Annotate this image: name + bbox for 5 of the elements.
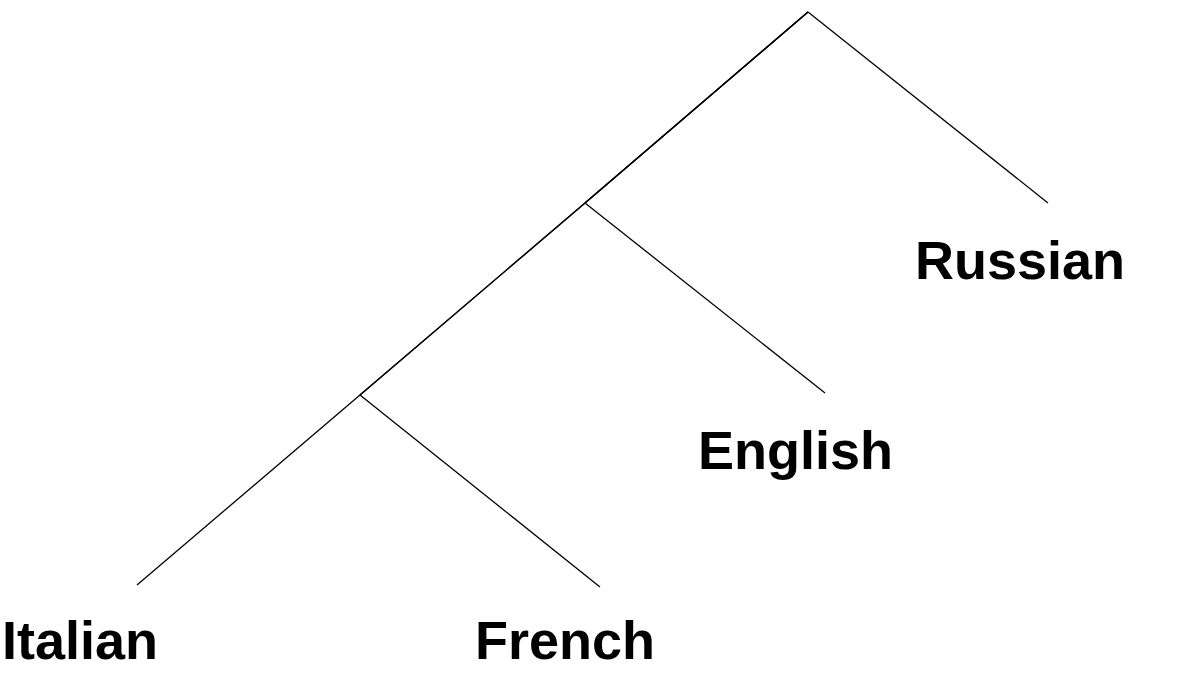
language-label: Russian xyxy=(915,203,1126,287)
tree-branch-line xyxy=(359,11,809,588)
language-label: Italian xyxy=(2,585,159,667)
tree-branch-line xyxy=(807,11,1049,204)
language-label: French xyxy=(475,587,656,667)
